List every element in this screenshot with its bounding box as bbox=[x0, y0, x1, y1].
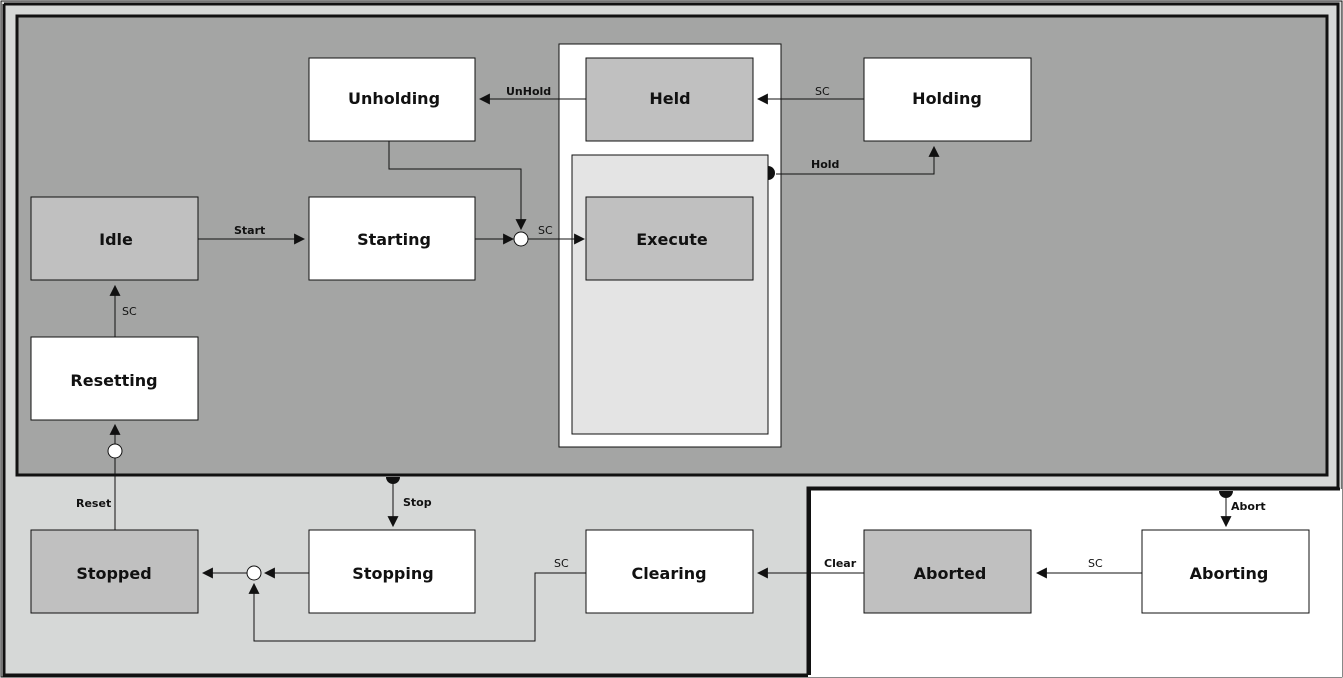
stop-port bbox=[386, 477, 400, 484]
state-label: Idle bbox=[99, 230, 133, 249]
label-sc-clearing: SC bbox=[554, 557, 569, 570]
state-stopped: Stopped bbox=[30, 529, 199, 614]
edge-execute-to-holding bbox=[776, 145, 940, 175]
label-start: Start bbox=[234, 224, 265, 237]
state-starting: Starting bbox=[308, 196, 476, 281]
state-holding: Holding bbox=[863, 57, 1032, 142]
state-label: Resetting bbox=[70, 371, 157, 390]
state-label: Execute bbox=[636, 230, 708, 249]
label-sc-execute: SC bbox=[538, 224, 553, 237]
label-abort: Abort bbox=[1231, 500, 1266, 513]
reset-junction bbox=[107, 443, 123, 459]
label-hold: Hold bbox=[811, 158, 839, 171]
label-reset: Reset bbox=[76, 497, 111, 510]
label-unhold: UnHold bbox=[506, 85, 551, 98]
label-clear: Clear bbox=[824, 557, 857, 570]
state-stopping: Stopping bbox=[308, 529, 476, 614]
state-label: Clearing bbox=[631, 564, 706, 583]
state-aborting: Aborting bbox=[1141, 529, 1310, 614]
state-execute: Execute bbox=[585, 196, 754, 281]
state-label: Unholding bbox=[348, 89, 440, 108]
state-clearing: Clearing bbox=[585, 529, 754, 614]
state-unholding: Unholding bbox=[308, 57, 476, 142]
abort-port bbox=[1219, 491, 1233, 498]
label-stop: Stop bbox=[403, 496, 432, 509]
state-label: Stopped bbox=[76, 564, 151, 583]
stop-junction bbox=[246, 565, 262, 581]
edge-clearing-to-stop-junction bbox=[248, 572, 586, 642]
state-label: Holding bbox=[912, 89, 982, 108]
label-sc-idle: SC bbox=[122, 305, 137, 318]
state-label: Stopping bbox=[352, 564, 433, 583]
state-label: Aborting bbox=[1190, 564, 1269, 583]
state-aborted: Aborted bbox=[863, 529, 1032, 614]
execute-junction bbox=[513, 231, 529, 247]
state-label: Aborted bbox=[914, 564, 987, 583]
label-sc-aborted: SC bbox=[1088, 557, 1103, 570]
label-sc-held: SC bbox=[815, 85, 830, 98]
state-held: Held bbox=[585, 57, 754, 142]
state-idle: Idle bbox=[30, 196, 199, 281]
state-resetting: Resetting bbox=[30, 336, 199, 421]
hold-port bbox=[768, 166, 775, 180]
state-label: Held bbox=[649, 89, 690, 108]
edge-unholding-to-junction bbox=[388, 141, 527, 231]
state-label: Starting bbox=[357, 230, 431, 249]
